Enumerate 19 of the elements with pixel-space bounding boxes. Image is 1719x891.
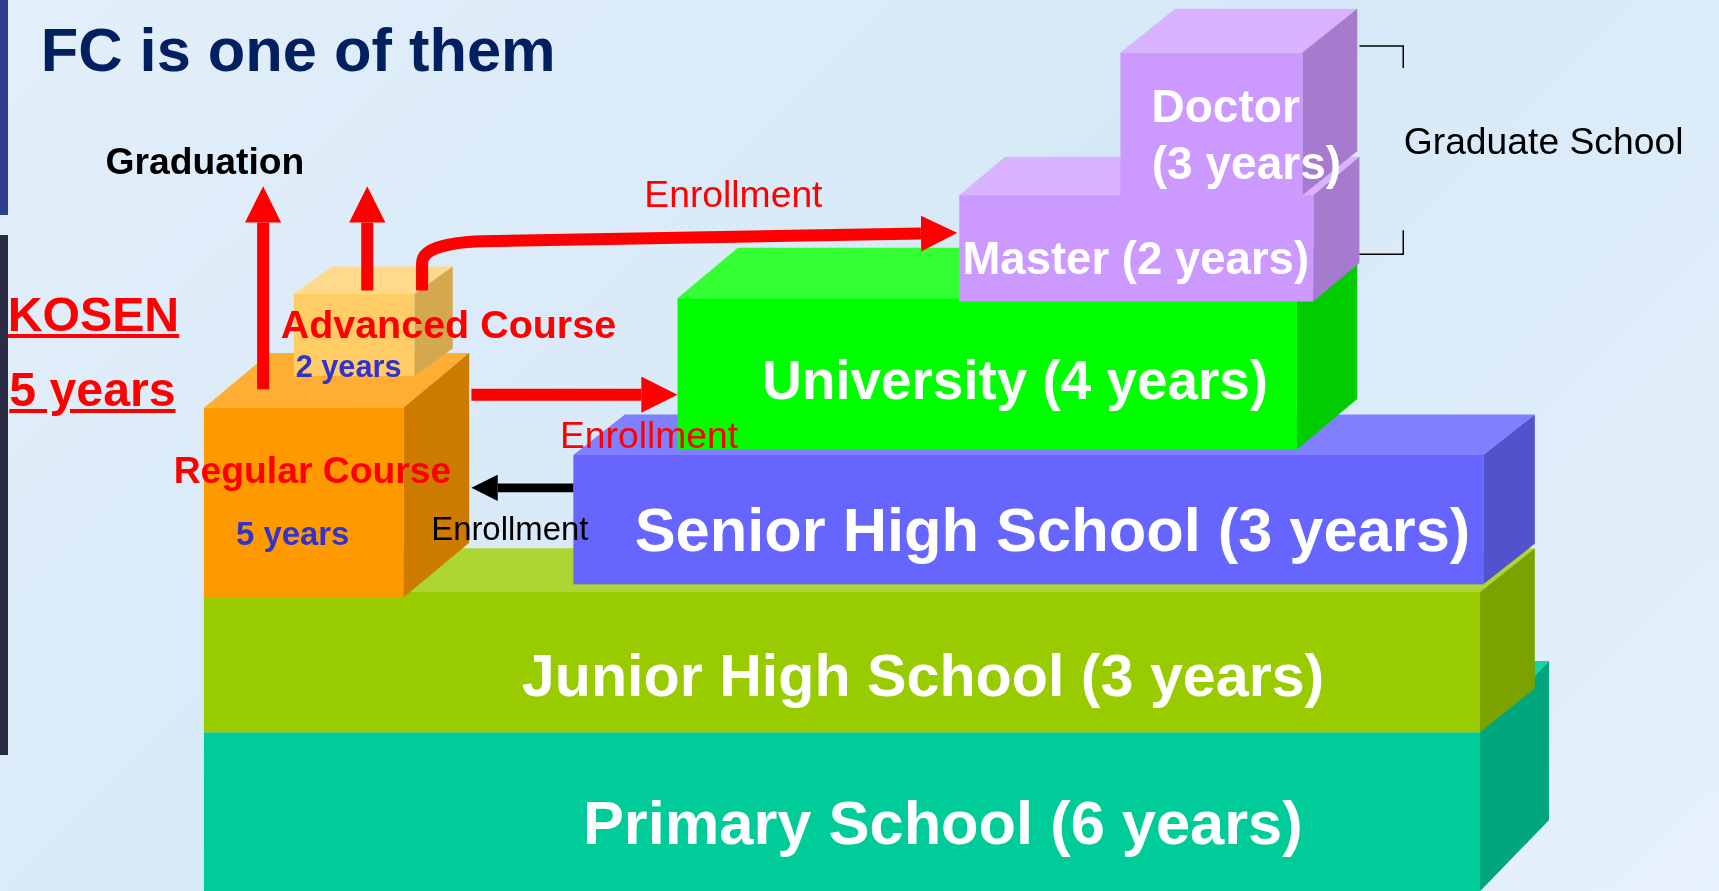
- arrow: [471, 474, 574, 501]
- block-label: University (4 years): [761, 348, 1269, 412]
- arrow: [471, 376, 678, 413]
- duration-text: 2 years: [294, 348, 403, 385]
- duration-text: 5 years: [235, 515, 351, 554]
- block-label: Junior High School (3 years): [520, 641, 1326, 711]
- arrow: [349, 186, 386, 291]
- block-label: Master (2 years): [961, 233, 1311, 286]
- edge-label: Enrollment: [643, 172, 824, 216]
- block-label: (3 years): [1150, 136, 1343, 190]
- block-label: Primary School (6 years): [581, 787, 1304, 859]
- slide-title: FC is one of them: [39, 14, 557, 86]
- block-label: Doctor: [1150, 79, 1301, 133]
- duration-text: 5 years: [9, 362, 177, 418]
- arrow: [416, 215, 958, 291]
- block-label: Senior High School (3 years): [633, 494, 1472, 566]
- block-label: Graduation: [104, 139, 306, 183]
- bracket-label: Graduate School: [1402, 120, 1685, 163]
- kosen-heading: KOSEN: [7, 286, 181, 343]
